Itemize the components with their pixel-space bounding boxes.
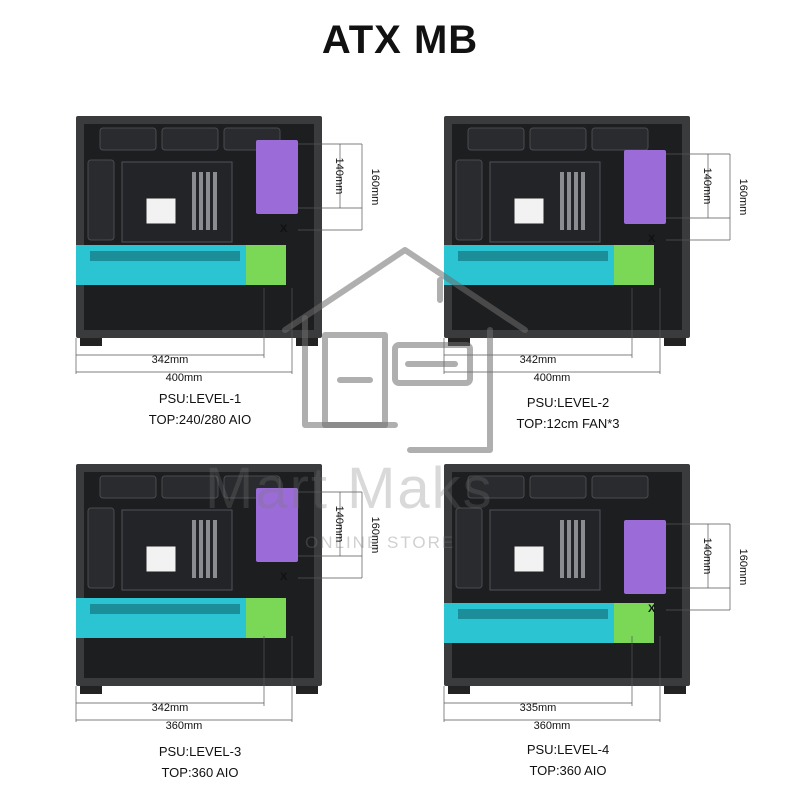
gpu-length-dimension: 335mm (520, 702, 557, 714)
top-fan (161, 127, 219, 151)
psu (256, 140, 298, 214)
top-fan (467, 127, 525, 151)
ram-slot (192, 172, 196, 230)
psu-level-label: PSU:LEVEL-4 (526, 742, 610, 757)
ram-slot (206, 520, 210, 578)
psu-short-dimension: 140mm (701, 538, 713, 575)
caption-level-3: PSU:LEVEL-3 TOP:360 AIO (70, 741, 330, 783)
gpu-length-dimension: 342mm (520, 354, 557, 366)
ram-slot (581, 520, 585, 578)
case-length-dimension: 400mm (166, 372, 203, 384)
psu-short-dimension: 140mm (701, 168, 713, 205)
case-foot (80, 338, 102, 346)
psu (256, 488, 298, 562)
psu-long-dimension: 160mm (737, 549, 749, 586)
ram-slot (213, 172, 217, 230)
ram-slot (567, 520, 571, 578)
caption-level-1: PSU:LEVEL-1 TOP:240/280 AIO (70, 388, 330, 430)
case-foot (664, 338, 686, 346)
psu-level-label: PSU:LEVEL-2 (526, 395, 610, 410)
rear-fan (87, 507, 115, 589)
ram-slot (574, 172, 578, 230)
gpu-stripe (458, 251, 608, 261)
top-fan (467, 475, 525, 499)
gpu-end (246, 598, 286, 638)
page-title: ATX MB (321, 18, 479, 62)
top-support-label: TOP:360 AIO (161, 765, 239, 780)
top-support-label: TOP:12cm FAN*3 (516, 416, 620, 431)
top-fan (99, 475, 157, 499)
ram-slot (206, 172, 210, 230)
gpu-stripe (90, 604, 240, 614)
cpu-socket (145, 197, 177, 225)
case-diagram-level-4: X 140mm 160mm 335mm 360mm (438, 458, 768, 758)
top-support-label: TOP:360 AIO (529, 763, 607, 778)
rear-fan (455, 159, 483, 241)
ram-slot (199, 520, 203, 578)
case-length-dimension: 360mm (534, 720, 571, 732)
caption-level-4: PSU:LEVEL-4 TOP:360 AIO (438, 739, 698, 781)
case-illustration: X 140mm 160mm 335mm 360mm (443, 464, 749, 732)
top-fan (529, 475, 587, 499)
ram-slot (192, 520, 196, 578)
ram-slot (560, 172, 564, 230)
gpu-stripe (458, 609, 608, 619)
psu-long-dimension: 160mm (369, 169, 381, 206)
case-diagram-level-1: X 140mm 160mm 342mm 400mm (70, 110, 400, 410)
ram-slot (560, 520, 564, 578)
case-foot (80, 686, 102, 694)
gpu-end (614, 245, 654, 285)
case-length-dimension: 400mm (534, 372, 571, 384)
ram-slot (581, 172, 585, 230)
ram-slot (199, 172, 203, 230)
ram-slot (567, 172, 571, 230)
psu-short-dimension: 140mm (333, 506, 345, 543)
top-fan (161, 475, 219, 499)
gpu-length-dimension: 342mm (152, 354, 189, 366)
psu-level-label: PSU:LEVEL-1 (158, 391, 242, 406)
psu (624, 150, 666, 224)
top-fan (591, 475, 649, 499)
psu-x-mark: X (648, 233, 656, 245)
case-illustration: X 140mm 160mm 342mm 400mm (75, 116, 381, 384)
case-diagram-level-2: X 140mm 160mm 342mm 400mm (438, 110, 768, 410)
case-foot (448, 686, 470, 694)
cpu-socket (513, 197, 545, 225)
gpu-end (246, 245, 286, 285)
gpu-end (614, 603, 654, 643)
psu-long-dimension: 160mm (737, 179, 749, 216)
psu-level-label: PSU:LEVEL-3 (158, 744, 242, 759)
case-foot (664, 686, 686, 694)
caption-level-2: PSU:LEVEL-2 TOP:12cm FAN*3 (438, 392, 698, 434)
psu-x-mark: X (648, 603, 656, 615)
gpu-stripe (90, 251, 240, 261)
cpu-socket (145, 545, 177, 573)
top-fan (591, 127, 649, 151)
psu (624, 520, 666, 594)
case-diagram-level-3: X 140mm 160mm 342mm 360mm (70, 458, 400, 758)
rear-fan (87, 159, 115, 241)
top-fan (99, 127, 157, 151)
psu-x-mark: X (280, 571, 288, 583)
cpu-socket (513, 545, 545, 573)
ram-slot (213, 520, 217, 578)
gpu-length-dimension: 342mm (152, 702, 189, 714)
case-illustration: X 140mm 160mm 342mm 360mm (75, 464, 381, 732)
case-foot (296, 686, 318, 694)
case-length-dimension: 360mm (166, 720, 203, 732)
psu-x-mark: X (280, 223, 288, 235)
psu-short-dimension: 140mm (333, 158, 345, 195)
case-illustration: X 140mm 160mm 342mm 400mm (443, 116, 749, 384)
case-foot (296, 338, 318, 346)
top-fan (529, 127, 587, 151)
top-support-label: TOP:240/280 AIO (148, 412, 252, 427)
ram-slot (574, 520, 578, 578)
case-foot (448, 338, 470, 346)
rear-fan (455, 507, 483, 589)
psu-long-dimension: 160mm (369, 517, 381, 554)
